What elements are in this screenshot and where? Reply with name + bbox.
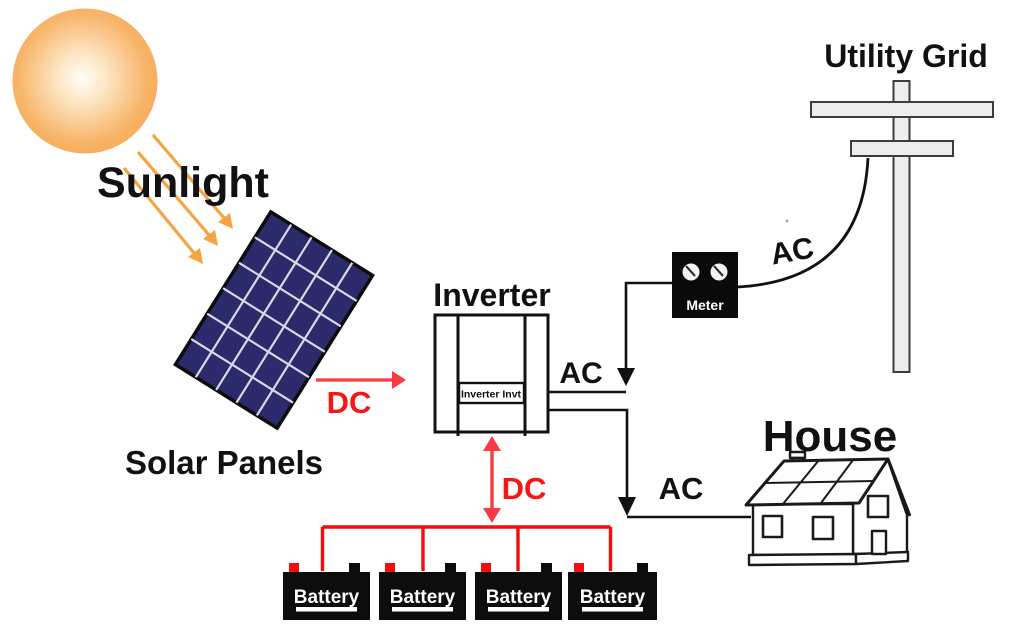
battery-label-underline [488,607,549,612]
inverter-box [433,313,550,434]
battery-label: Battery [390,587,456,608]
battery: Battery [568,563,657,620]
utility-grid-label: Utility Grid [824,38,988,74]
inverter-panels [456,315,527,436]
inverter-icon: Inverter Invt [433,313,550,436]
dc-arrowhead-down-icon [483,508,501,523]
battery-terminal-negative [349,563,360,572]
battery: Battery [283,563,370,620]
house-base-front [747,552,858,567]
house-window [866,494,890,519]
battery-label: Battery [294,587,360,608]
battery-terminal-positive [574,563,584,572]
battery: Battery [379,563,466,620]
wire-meter-to-junction [624,281,672,369]
dc-arrowhead-icon [392,371,406,389]
sunlight-label: Sunlight [97,159,269,207]
battery-terminal-negative [637,563,648,572]
wire-meter-to-grid-curve [737,157,870,289]
battery-body [283,572,370,620]
inverter-unit-box [457,381,526,405]
wire-inverter-to-house [548,408,629,497]
battery-terminal-negative [541,563,552,572]
solar-panel-grid [190,224,358,416]
dc-label-batteries: DC [502,471,547,506]
house-roof-panels-grid [764,459,875,505]
battery-body [475,572,562,620]
battery-bus-wire [320,525,613,571]
inverter-unit-label: Inverter Invt [461,389,522,401]
battery-label: Battery [486,587,552,608]
house-door [870,529,888,556]
sun-ray-arrowhead-icon [203,230,218,246]
meter-needle [685,265,696,277]
battery-body [568,572,657,620]
dc-label-panels: DC [327,385,372,420]
inverter-label: Inverter [433,277,550,313]
battery-terminal-negative [445,563,456,572]
ac-label-house: AC [659,471,704,506]
ac-arrowhead-down-icon [618,497,636,516]
sun-rays [122,133,233,264]
sun-ray-line [122,166,196,255]
sun-icon [12,8,158,154]
sun-ray-line [151,133,226,220]
battery-terminal-positive [481,563,491,572]
house-roof-edge [886,458,912,517]
battery-label-underline [582,607,643,612]
battery-label: Battery [580,587,646,608]
battery: Battery [475,563,562,620]
sun-ray-arrowhead-icon [218,213,233,229]
house-base-side [854,550,910,566]
meter-needle [713,265,724,277]
utility-pole-icon [810,80,994,373]
battery-label-underline [296,607,357,612]
pole-crossbar-top [810,101,994,118]
house-icon [744,450,912,567]
solar-panel-icon [173,209,375,431]
pole-mast [892,80,911,373]
solar-panels-label: Solar Panels [125,444,323,481]
house-label: House [763,412,897,461]
dc-flow-inverter-batteries: DC [483,436,546,523]
meter-label: Meter [686,297,724,313]
sun-ray-arrowhead-icon [188,248,203,264]
house-window [761,514,784,539]
battery-terminal-positive [289,563,299,572]
meter-icon: Meter [672,252,738,318]
stray-dot [785,219,789,223]
ac-label-grid: AC [768,231,816,271]
pole-crossbar-bottom [850,140,954,157]
sun-ray-line [136,150,211,237]
battery-terminal-positive [385,563,395,572]
dc-arrowhead-up-icon [483,436,501,451]
meter-box [672,252,738,318]
ac-label-inverter: AC [559,357,602,390]
battery-bank: Battery Battery Battery Battery [283,563,657,620]
ac-arrowhead-down-icon [617,368,635,386]
ac-wiring [548,157,870,519]
house-window [811,515,835,541]
battery-body [379,572,466,620]
dc-flow-panels-to-inverter: DC [316,371,406,420]
battery-label-underline [392,607,453,612]
